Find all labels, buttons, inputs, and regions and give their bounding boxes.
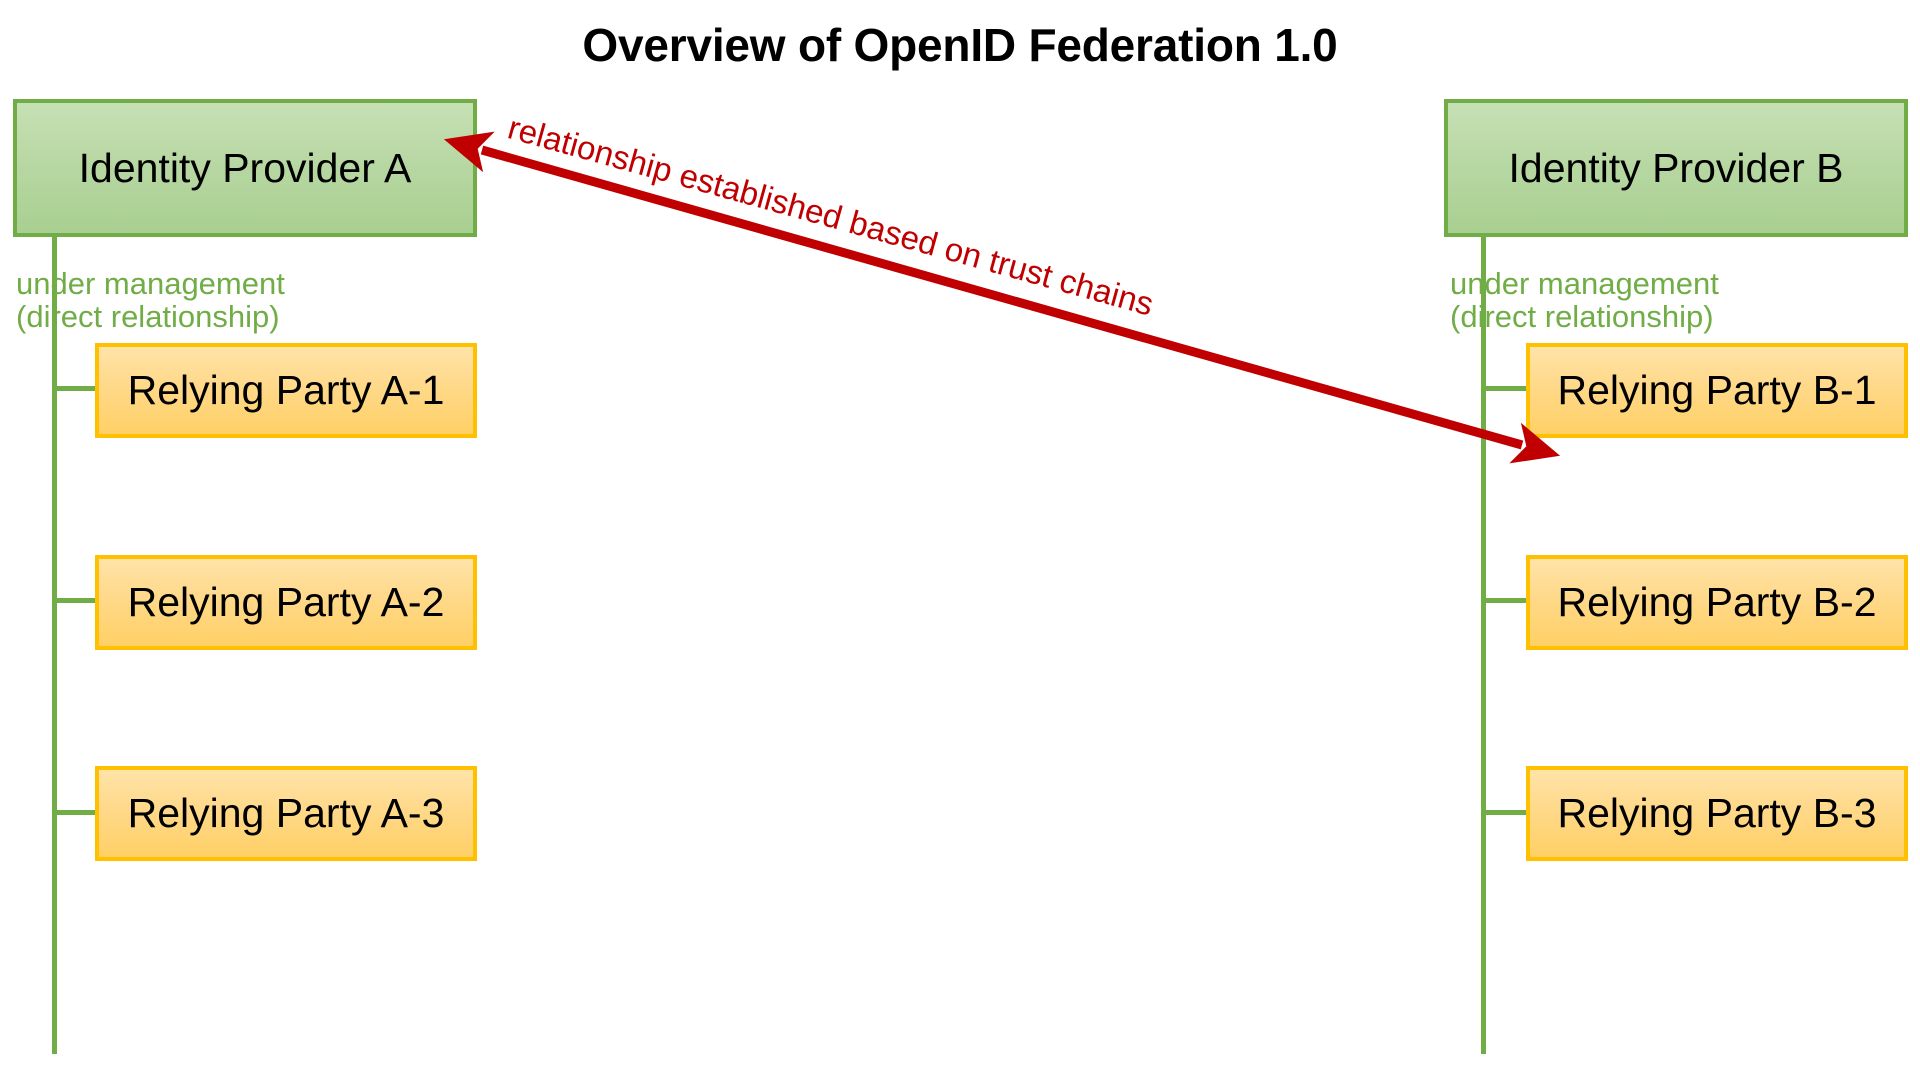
trust-chain-arrow-label: relationship established based on trust … — [504, 108, 1158, 323]
tree-branch-left-1 — [52, 386, 98, 391]
rp-box-b-3[interactable]: Relying Party B-3 — [1526, 766, 1908, 861]
idp-box-a[interactable]: Identity Provider A — [13, 99, 477, 237]
rp-box-b-2-label: Relying Party B-2 — [1557, 579, 1877, 625]
idp-box-a-label: Identity Provider A — [78, 144, 412, 191]
trust-chain-arrow-line — [443, 131, 1561, 464]
rp-box-a-3-label: Relying Party A-3 — [127, 790, 445, 836]
tree-branch-left-2 — [52, 598, 98, 603]
rp-box-a-2-label: Relying Party A-2 — [127, 579, 445, 625]
caption-under-management-left: under management (direct relationship) — [16, 266, 285, 335]
rp-box-b-2[interactable]: Relying Party B-2 — [1526, 555, 1908, 650]
idp-box-b-label: Identity Provider B — [1508, 144, 1844, 191]
tree-trunk-left — [52, 237, 57, 1054]
rp-box-b-3-label: Relying Party B-3 — [1557, 790, 1877, 836]
tree-branch-right-1 — [1481, 386, 1529, 391]
page-title: Overview of OpenID Federation 1.0 — [582, 19, 1338, 71]
tree-branch-left-3 — [52, 810, 98, 815]
tree-branch-right-2 — [1481, 598, 1529, 603]
rp-box-a-1[interactable]: Relying Party A-1 — [95, 343, 477, 438]
rp-box-a-3[interactable]: Relying Party A-3 — [95, 766, 477, 861]
rp-box-a-2[interactable]: Relying Party A-2 — [95, 555, 477, 650]
caption-under-management-right: under management (direct relationship) — [1450, 266, 1719, 335]
rp-box-b-1[interactable]: Relying Party B-1 — [1526, 343, 1908, 438]
rp-box-b-1-label: Relying Party B-1 — [1557, 367, 1877, 413]
tree-trunk-right — [1481, 237, 1486, 1054]
idp-box-b[interactable]: Identity Provider B — [1444, 99, 1908, 237]
tree-branch-right-3 — [1481, 810, 1529, 815]
rp-box-a-1-label: Relying Party A-1 — [127, 367, 445, 413]
